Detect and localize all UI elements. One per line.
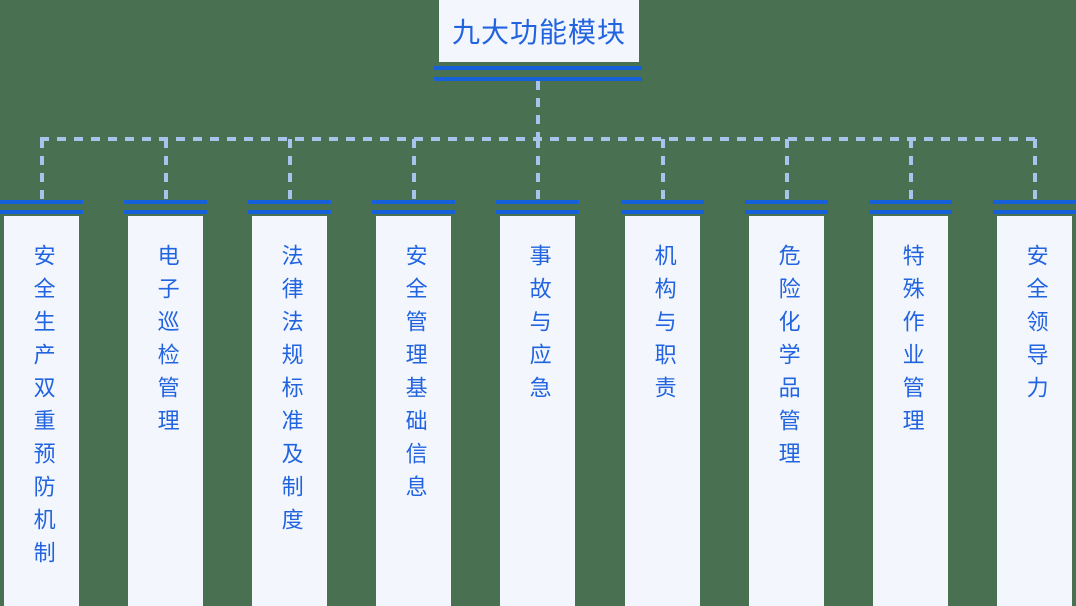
module-label: 安全领导力 bbox=[1022, 244, 1048, 409]
module-label: 安全管理基础信息 bbox=[401, 244, 427, 508]
module-box: 危险化学品管理 bbox=[749, 216, 824, 606]
module-node: 电子巡检管理 bbox=[124, 139, 207, 606]
module-box: 电子巡检管理 bbox=[128, 216, 203, 606]
module-rule-top bbox=[248, 200, 331, 204]
root-node-rule-bottom bbox=[434, 77, 642, 81]
module-label: 特殊作业管理 bbox=[898, 244, 924, 442]
connector-module-vertical bbox=[660, 139, 665, 200]
module-rule-bottom bbox=[372, 210, 455, 214]
module-rule-bottom bbox=[621, 210, 704, 214]
module-box: 机构与职责 bbox=[625, 216, 700, 606]
module-node: 法律法规标准及制度 bbox=[248, 139, 331, 606]
module-label: 危险化学品管理 bbox=[774, 244, 800, 475]
module-rule-top bbox=[372, 200, 455, 204]
module-node: 特殊作业管理 bbox=[869, 139, 952, 606]
module-rule-top bbox=[745, 200, 828, 204]
module-rule-top bbox=[0, 200, 83, 204]
module-rule-bottom bbox=[0, 210, 83, 214]
module-label: 机构与职责 bbox=[650, 244, 676, 409]
module-box: 法律法规标准及制度 bbox=[252, 216, 327, 606]
connector-module-vertical bbox=[411, 139, 416, 200]
connector-module-vertical bbox=[784, 139, 789, 200]
module-label: 事故与应急 bbox=[525, 244, 551, 409]
connector-module-vertical bbox=[163, 139, 168, 200]
module-node: 安全管理基础信息 bbox=[372, 139, 455, 606]
module-rule-bottom bbox=[869, 210, 952, 214]
connector-module-vertical bbox=[39, 139, 44, 200]
module-rule-bottom bbox=[993, 210, 1076, 214]
module-rule-bottom bbox=[745, 210, 828, 214]
root-node-rule-top bbox=[434, 66, 642, 70]
connector-root-vertical bbox=[536, 81, 540, 139]
connector-module-vertical bbox=[287, 139, 292, 200]
module-label: 法律法规标准及制度 bbox=[277, 244, 303, 541]
module-rule-top bbox=[621, 200, 704, 204]
module-node: 安全生产双重预防机制 bbox=[0, 139, 83, 606]
module-box: 安全领导力 bbox=[997, 216, 1072, 606]
module-rule-bottom bbox=[248, 210, 331, 214]
module-label: 电子巡检管理 bbox=[153, 244, 179, 442]
module-rule-bottom bbox=[124, 210, 207, 214]
connector-module-vertical bbox=[535, 139, 540, 200]
module-rule-top bbox=[869, 200, 952, 204]
module-rule-top bbox=[496, 200, 579, 204]
root-node: 九大功能模块 bbox=[439, 0, 639, 62]
connector-module-vertical bbox=[1032, 139, 1037, 200]
module-node: 机构与职责 bbox=[621, 139, 704, 606]
module-box: 安全生产双重预防机制 bbox=[4, 216, 79, 606]
module-box: 安全管理基础信息 bbox=[376, 216, 451, 606]
module-box: 事故与应急 bbox=[500, 216, 575, 606]
module-rule-top bbox=[124, 200, 207, 204]
root-node-label: 九大功能模块 bbox=[451, 16, 626, 49]
connector-module-vertical bbox=[908, 139, 913, 200]
module-node: 危险化学品管理 bbox=[745, 139, 828, 606]
module-rule-bottom bbox=[496, 210, 579, 214]
module-label: 安全生产双重预防机制 bbox=[29, 244, 55, 574]
module-box: 特殊作业管理 bbox=[873, 216, 948, 606]
module-node: 事故与应急 bbox=[496, 139, 579, 606]
module-node: 安全领导力 bbox=[993, 139, 1076, 606]
module-rule-top bbox=[993, 200, 1076, 204]
